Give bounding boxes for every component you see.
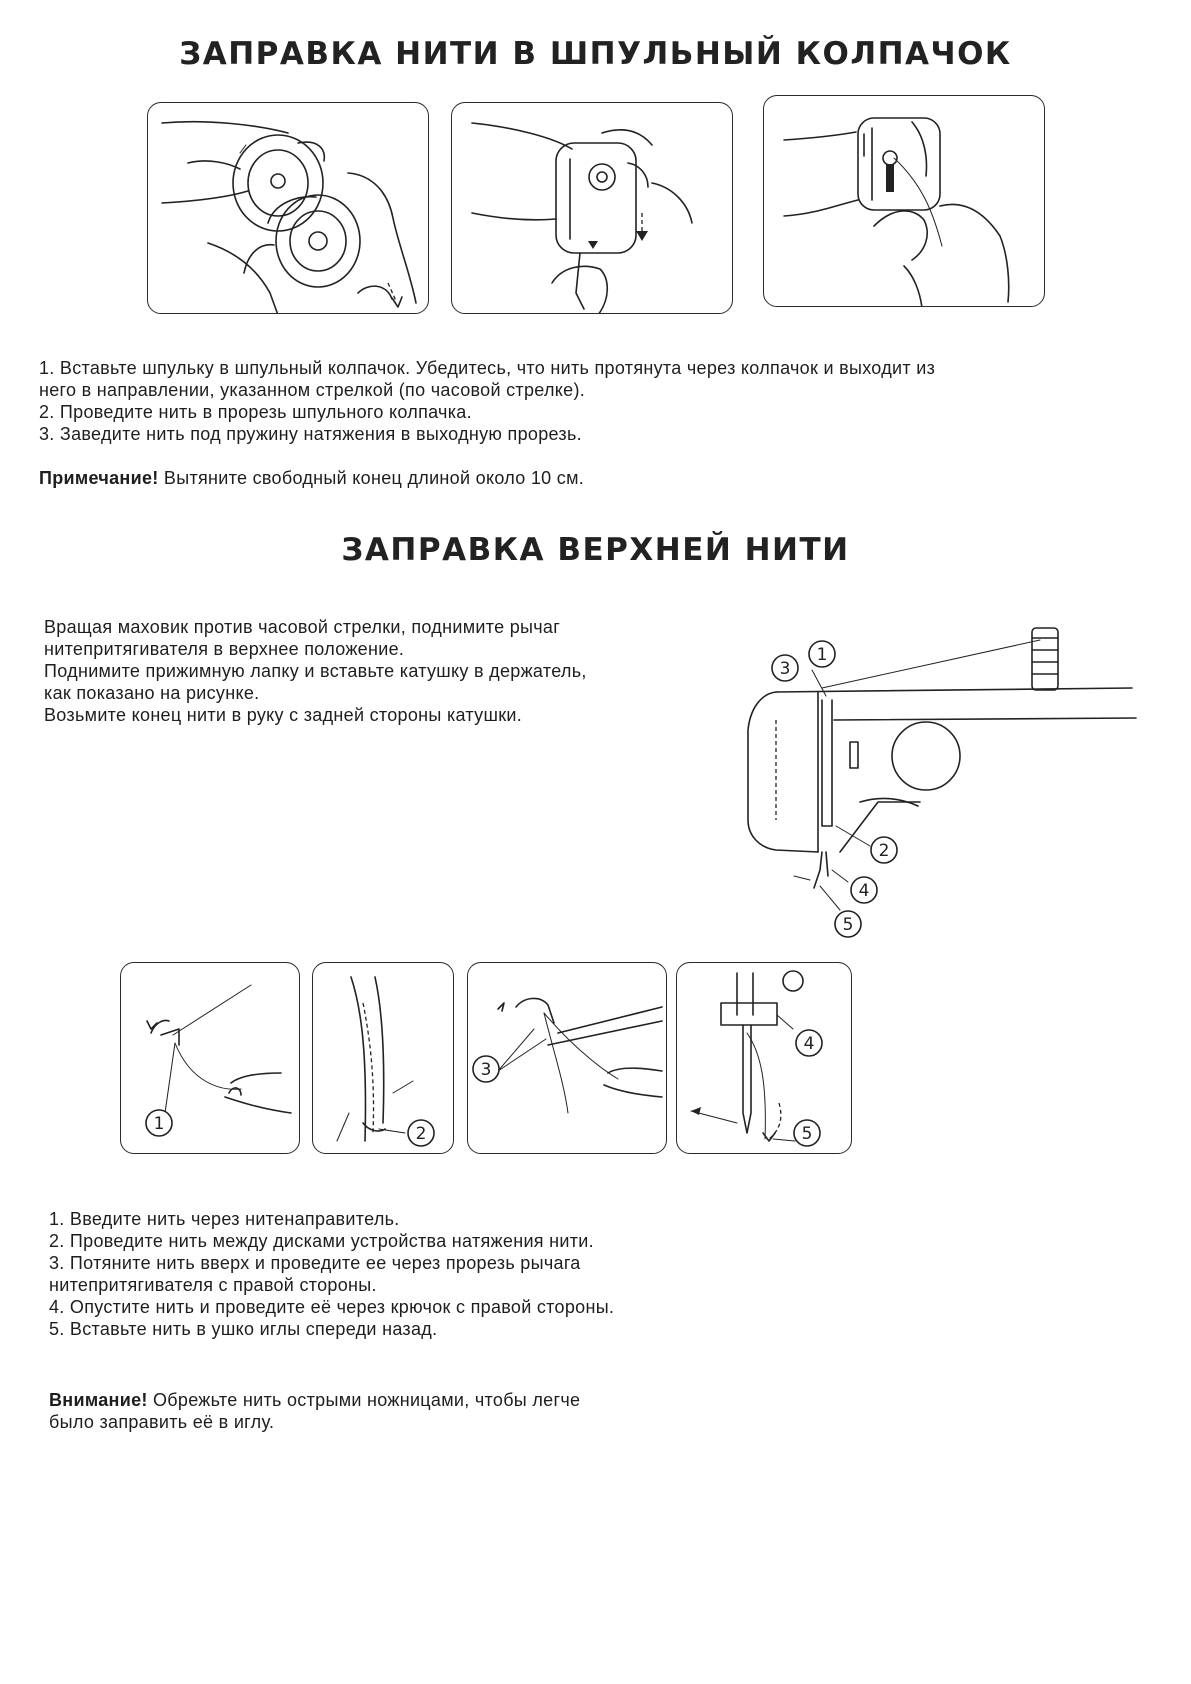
svg-text:5: 5 xyxy=(843,915,854,935)
bobbin-note: Примечание! Вытяните свободный конец дли… xyxy=(39,467,584,489)
step-line: нитепритягивателя с правой стороны. xyxy=(49,1275,377,1295)
warning-block: Внимание! Обрежьте нить острыми ножницам… xyxy=(49,1389,580,1433)
intro-line: Поднимите прижимную лапку и вставьте кат… xyxy=(44,661,587,681)
upper-thread-intro: Вращая маховик против часовой стрелки, п… xyxy=(44,616,587,726)
instruction-line: 1. Вставьте шпульку в шпульный колпачок.… xyxy=(39,358,936,378)
warning-text: Обрежьте нить острыми ножницами, чтобы л… xyxy=(147,1390,581,1410)
callout-5: 5 xyxy=(834,910,862,938)
callout-1: 1 xyxy=(808,640,836,668)
note-label: Примечание! xyxy=(39,468,159,488)
spool-pin-icon xyxy=(1031,627,1059,691)
warning-text: было заправить её в иглу. xyxy=(49,1412,275,1432)
intro-line: Возьмите конец нити в руку с задней стор… xyxy=(44,705,523,725)
instruction-line: 2. Проведите нить в прорезь шпульного ко… xyxy=(39,402,472,422)
svg-text:4: 4 xyxy=(859,881,870,901)
intro-line: нитепритягивателя в верхнее положение. xyxy=(44,639,405,659)
callout-4: 4 xyxy=(850,876,878,904)
illustration-step-needle: 4 5 xyxy=(676,962,852,1154)
svg-text:2: 2 xyxy=(879,841,890,861)
section-title-bobbin-case: ЗАПРАВКА НИТИ В ШПУЛЬНЫЙ КОЛПАЧОК xyxy=(179,36,1012,72)
callout-3: 3 xyxy=(481,1060,492,1080)
callout-1: 1 xyxy=(154,1114,165,1134)
illustration-step-thread-guide: 1 xyxy=(120,962,300,1154)
warning-label: Внимание! xyxy=(49,1390,148,1410)
step-line: 3. Потяните нить вверх и проведите ее че… xyxy=(49,1253,581,1273)
step-line: 5. Вставьте нить в ушко иглы спереди наз… xyxy=(49,1319,438,1339)
upper-thread-steps: 1. Введите нить через нитенаправитель. 2… xyxy=(49,1208,614,1340)
callout-2: 2 xyxy=(870,836,898,864)
bobbin-case-instructions: 1. Вставьте шпульку в шпульный колпачок.… xyxy=(39,357,935,445)
callout-5: 5 xyxy=(802,1124,813,1144)
instruction-line: него в направлении, указанном стрелкой (… xyxy=(39,380,586,400)
instruction-line: 3. Заведите нить под пружину натяжения в… xyxy=(39,424,582,444)
callout-4: 4 xyxy=(804,1034,815,1054)
illustration-step-tension-discs: 2 xyxy=(312,962,454,1154)
callout-3: 3 xyxy=(771,654,799,682)
step-line: 1. Введите нить через нитенаправитель. xyxy=(49,1209,400,1229)
note-text: Вытяните свободный конец длиной около 10… xyxy=(158,468,585,488)
illustration-thread-slot xyxy=(451,102,733,314)
callout-2: 2 xyxy=(416,1124,427,1144)
illustration-bobbin-insert xyxy=(147,102,429,314)
intro-line: Вращая маховик против часовой стрелки, п… xyxy=(44,617,561,637)
svg-text:1: 1 xyxy=(817,645,828,665)
section-title-upper-thread: ЗАПРАВКА ВЕРХНЕЙ НИТИ xyxy=(341,532,850,568)
step-line: 2. Проведите нить между дисками устройст… xyxy=(49,1231,594,1251)
intro-line: как показано на рисунке. xyxy=(44,683,260,703)
step-line: 4. Опустите нить и проведите её через кр… xyxy=(49,1297,615,1317)
illustration-step-take-up-lever: 3 xyxy=(467,962,667,1154)
svg-text:3: 3 xyxy=(780,659,791,679)
illustration-tension-spring xyxy=(763,95,1045,307)
sewing-machine-diagram: 1 3 2 4 5 xyxy=(747,627,1137,938)
